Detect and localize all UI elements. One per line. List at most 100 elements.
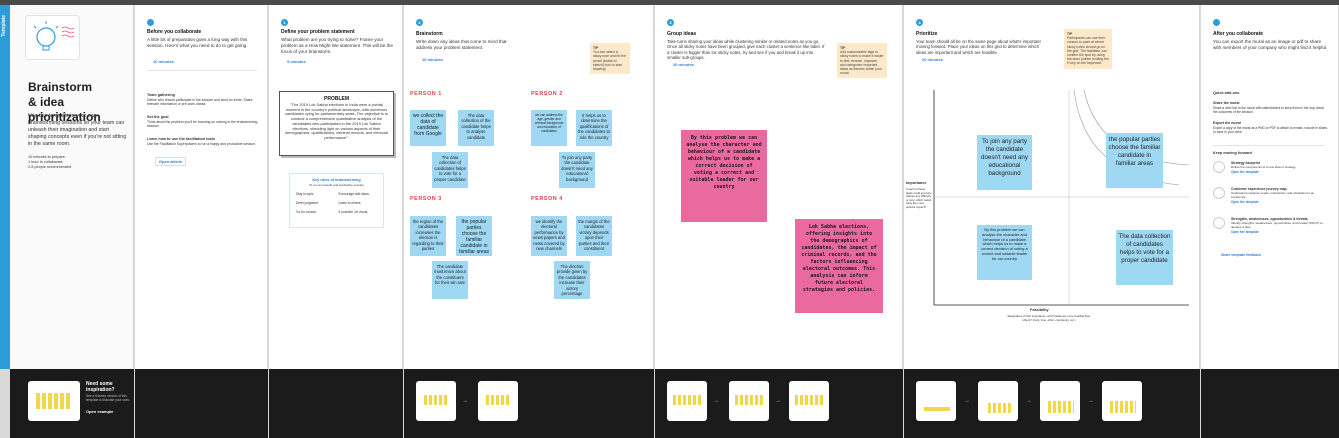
before-desc: A little bit of preparation goes a long … xyxy=(147,37,248,48)
before-footer xyxy=(135,369,268,438)
before-item-a: Team gathering Define who should partici… xyxy=(147,93,259,106)
strategy-icon xyxy=(1213,161,1225,173)
share-feedback-link[interactable]: Share template feedback xyxy=(1221,253,1261,257)
group-tip: TIP Add customizable tags to sticky note… xyxy=(837,43,887,79)
problem-card: PROBLEM "The 2019 Lok Sabha elections in… xyxy=(279,91,394,156)
sticky-note[interactable]: the popular parties choose the familiar … xyxy=(456,216,492,256)
priority-sticky-note[interactable]: the popular parties choose the familiar … xyxy=(1106,133,1163,188)
open-article-link[interactable]: Open article xyxy=(155,157,187,166)
group-thumbnail-1[interactable] xyxy=(667,381,707,421)
keep-moving-title: Keep moving forward xyxy=(1213,151,1252,155)
sticky-note[interactable]: The data collection of candidates helps … xyxy=(432,152,468,188)
sticky-note[interactable]: To join any party the candidate doesn't … xyxy=(559,152,595,188)
after-title: After you collaborate xyxy=(1213,31,1264,37)
prioritize-thumbnail-1[interactable] xyxy=(916,381,956,421)
brainstorm-thumbnail-2[interactable] xyxy=(478,381,518,421)
before-panel: Before you collaborate A little bit of p… xyxy=(135,5,268,369)
priority-sticky-note[interactable]: The data collection of candidates helps … xyxy=(1116,230,1173,285)
rule-defer-judgment: Defer judgment. xyxy=(296,201,319,205)
swot-open-link[interactable]: Open the template xyxy=(1231,229,1259,234)
define-step-badge: 1 xyxy=(281,19,288,26)
after-step-badge xyxy=(1213,19,1220,26)
group-thumbnail-3[interactable] xyxy=(789,381,829,421)
prioritize-step-badge: 4 xyxy=(916,19,923,26)
sticky-note[interactable]: The election provide given by the candid… xyxy=(554,261,590,299)
forward-journey-map: Customer experience journey map Understa… xyxy=(1213,187,1328,204)
prioritize-panel: 4 Prioritize Your team should all be on … xyxy=(904,5,1200,369)
sticky-note[interactable]: the region of the candidates increases t… xyxy=(410,216,446,256)
before-item-b: Set the goal Think about the problem you… xyxy=(147,115,259,128)
strategy-open-link[interactable]: Open the template xyxy=(1231,169,1259,174)
rule-volume: Go for volume. xyxy=(296,210,317,214)
group-step-badge: 3 xyxy=(667,19,674,26)
y-axis-desc: If each of these tasks could get done wi… xyxy=(906,187,932,209)
prioritize-tip-text: Participants can use their cursors to po… xyxy=(1067,36,1109,66)
prioritize-thumbnail-2[interactable] xyxy=(978,381,1018,421)
prioritize-thumbnail-3[interactable] xyxy=(1040,381,1080,421)
cluster-note-analysis[interactable]: By this problem we can analyse the chara… xyxy=(681,130,767,222)
forward-swot: Strengths, weaknesses, opportunities & t… xyxy=(1213,217,1328,234)
prioritize-tip-label: TIP xyxy=(1067,32,1073,36)
problem-label: PROBLEM xyxy=(324,96,349,102)
journey-map-title: Customer experience journey map xyxy=(1231,187,1287,191)
after-desc: You can export the mural as an image or … xyxy=(1213,39,1328,50)
group-desc: Take turns sharing your ideas while clus… xyxy=(667,39,825,60)
prioritize-title: Prioritize xyxy=(916,31,938,37)
after-footer xyxy=(1201,369,1339,438)
arrow-icon: → xyxy=(775,398,781,404)
brainstorm-title: Brainstorm xyxy=(416,31,443,37)
problem-text: "The 2019 Lok Sabha elections in India w… xyxy=(284,102,389,140)
quick-addon-share[interactable]: Share the mural Share a view link to the… xyxy=(1213,101,1328,114)
quick-addon-export[interactable]: Export the mural Export a copy of the mu… xyxy=(1213,121,1328,134)
strategy-desc: Define the components of a new idea or s… xyxy=(1231,165,1297,169)
journey-map-icon xyxy=(1213,187,1225,199)
intro-title: Brainstorm & idea prioritization xyxy=(28,80,101,124)
brainstorm-step-badge: 2 xyxy=(416,19,423,26)
sticky-note[interactable]: we can address the age, gender and crimi… xyxy=(531,110,567,146)
sticky-note[interactable]: we collect the data of candidate from Go… xyxy=(410,110,446,146)
group-footer: → → xyxy=(655,369,903,438)
open-example-link[interactable]: Open example xyxy=(86,409,114,414)
sticky-note[interactable]: The candidate must know about the consti… xyxy=(432,261,468,299)
define-panel: 1 Define your problem statement What pro… xyxy=(269,5,403,369)
group-tip-label: TIP xyxy=(840,46,846,50)
intro-panel: Brainstorm & idea prioritization Use thi… xyxy=(10,5,134,369)
inspiration-desc: See a finished version of this template … xyxy=(86,394,130,402)
export-desc: Export a copy of the mural as a PNG or P… xyxy=(1213,126,1328,134)
brainstorm-tip: TIP You can select a sticky note and hit… xyxy=(590,43,630,75)
rules-title: Key rules of brainstorming xyxy=(312,178,361,182)
brainstorm-panel: 2 Brainstorm Write down any ideas that c… xyxy=(404,5,654,369)
intro-hero xyxy=(25,15,80,60)
brainstorm-desc: Write down any ideas that come to mind t… xyxy=(416,39,507,50)
prioritize-desc: Your team should all be on the same page… xyxy=(916,39,1041,55)
rule-stay-in-topic: Stay in topic. xyxy=(296,192,315,196)
prioritize-tip: TIP Participants can use their cursors t… xyxy=(1064,29,1112,69)
priority-sticky-note[interactable]: To join any party the candidate doesn't … xyxy=(977,135,1032,190)
person-1-label: PERSON 1 xyxy=(410,91,442,97)
prioritize-thumbnail-4[interactable] xyxy=(1102,381,1142,421)
group-thumbnail-2[interactable] xyxy=(729,381,769,421)
rule-wild-ideas: Encourage wild ideas. xyxy=(338,192,370,196)
example-thumbnail[interactable] xyxy=(28,381,80,421)
before-time: 10 minutes xyxy=(153,59,174,64)
journey-map-open-link[interactable]: Open the template xyxy=(1231,199,1259,204)
intro-footer: Need some inspiration? See a finished ve… xyxy=(10,369,134,438)
sticky-note[interactable]: the margin of the candidates victory dep… xyxy=(576,216,612,256)
y-axis-label: Importance xyxy=(906,181,927,185)
before-item-a-title: Team gathering xyxy=(147,93,175,97)
priority-sticky-note[interactable]: By this problem we can analyse the chara… xyxy=(977,225,1032,280)
sticky-note[interactable]: we identify the electoral performance by… xyxy=(531,216,567,256)
define-time: 5 minutes xyxy=(287,59,306,64)
intro-meta-collaborate: 1 hour to collaborate xyxy=(28,160,63,164)
quick-addons-title: Quick add-ons xyxy=(1213,91,1240,95)
before-item-c-desc: Use the Facilitation Superpowers to run … xyxy=(147,142,256,146)
sticky-note[interactable]: It helps us to determine the qualificati… xyxy=(576,110,612,146)
forward-strategy: Strategy blueprint Define the components… xyxy=(1213,161,1328,174)
sticky-note[interactable]: The data collection of the candidate hel… xyxy=(458,110,494,146)
rule-visual: If possible, be visual. xyxy=(338,210,369,214)
share-title: Share the mural xyxy=(1213,101,1240,105)
brainstorm-thumbnail-1[interactable] xyxy=(416,381,456,421)
person-2-label: PERSON 2 xyxy=(531,91,563,97)
cluster-note-insights[interactable]: Lok Sabha elections, offering insights i… xyxy=(795,219,883,313)
template-tag-label: Template xyxy=(1,15,7,37)
